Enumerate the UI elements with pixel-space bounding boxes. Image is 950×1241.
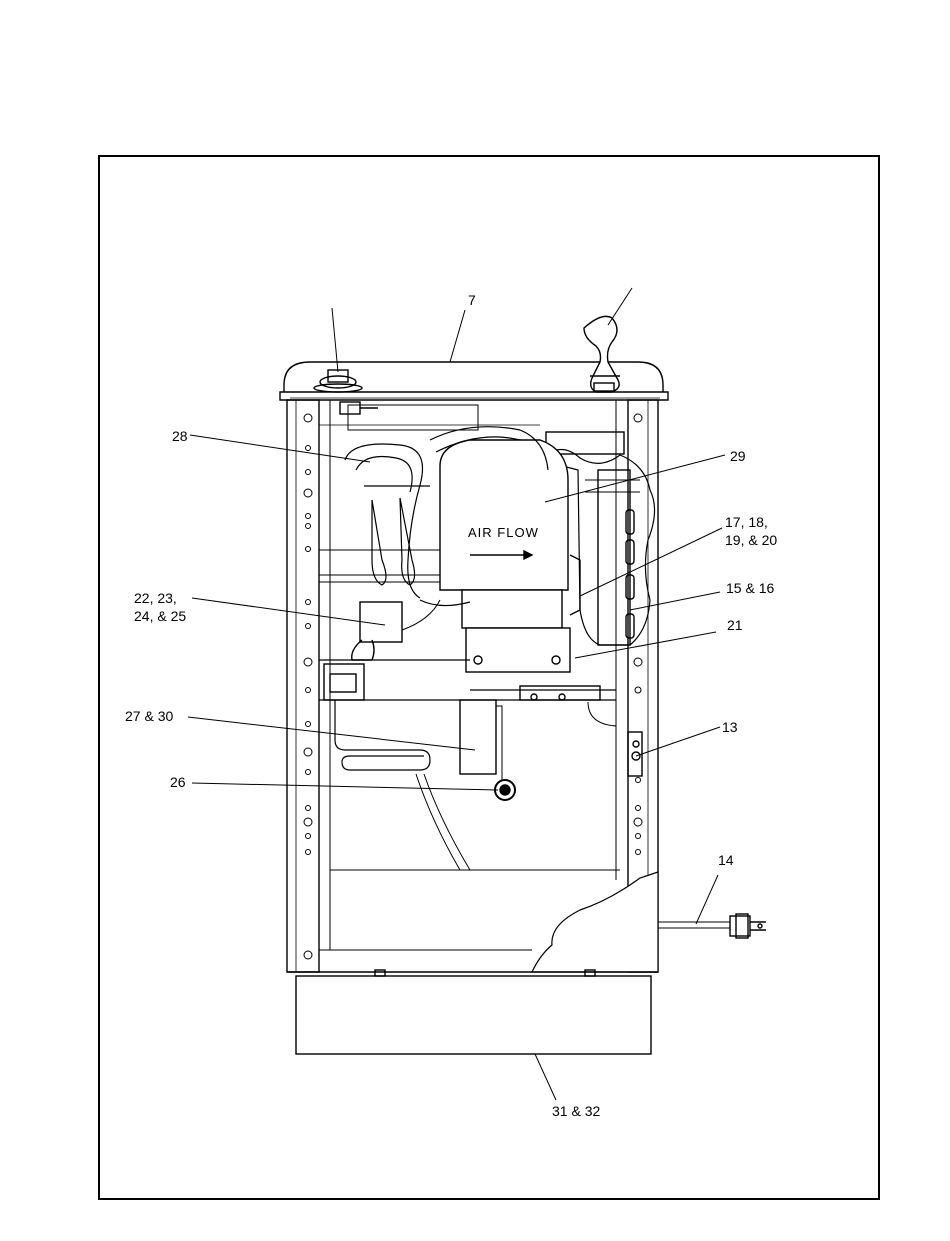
top-cover-lower-edge xyxy=(280,392,668,400)
callout-28: 28 xyxy=(172,428,188,445)
callout-21: 21 xyxy=(727,617,743,634)
mid-shelf xyxy=(319,550,440,582)
airflow-label: AIR FLOW xyxy=(468,524,539,541)
fan-mount-plate xyxy=(598,470,630,645)
callout-24-25: 24, & 25 xyxy=(134,608,186,625)
base-cutaway xyxy=(532,872,658,972)
callout-31-32: 31 & 32 xyxy=(552,1103,600,1120)
callout-17-18: 17, 18, xyxy=(725,514,768,531)
compressor xyxy=(440,440,580,672)
left-rail-holes xyxy=(304,414,312,959)
callout-26: 26 xyxy=(170,774,186,791)
callout-13: 13 xyxy=(722,719,738,736)
callout-15-16: 15 & 16 xyxy=(726,580,774,597)
cold-tank xyxy=(460,700,496,774)
callout-29: 29 xyxy=(730,448,746,465)
bubbler-icon xyxy=(584,316,620,392)
tank-bracket xyxy=(348,405,478,430)
power-cord-plug xyxy=(658,914,766,938)
push-button-assembly xyxy=(314,370,362,392)
evaporator-coil xyxy=(335,700,430,770)
left-side-rail xyxy=(287,400,319,972)
callout-19-20: 19, & 20 xyxy=(725,532,777,549)
callout-22-23: 22, 23, xyxy=(134,590,177,607)
callout-14: 14 xyxy=(718,852,734,869)
callout-27-30: 27 & 30 xyxy=(125,708,173,725)
leader-lines xyxy=(188,288,725,1100)
callout-7: 7 xyxy=(468,292,476,309)
skirt-panel xyxy=(296,976,651,1054)
